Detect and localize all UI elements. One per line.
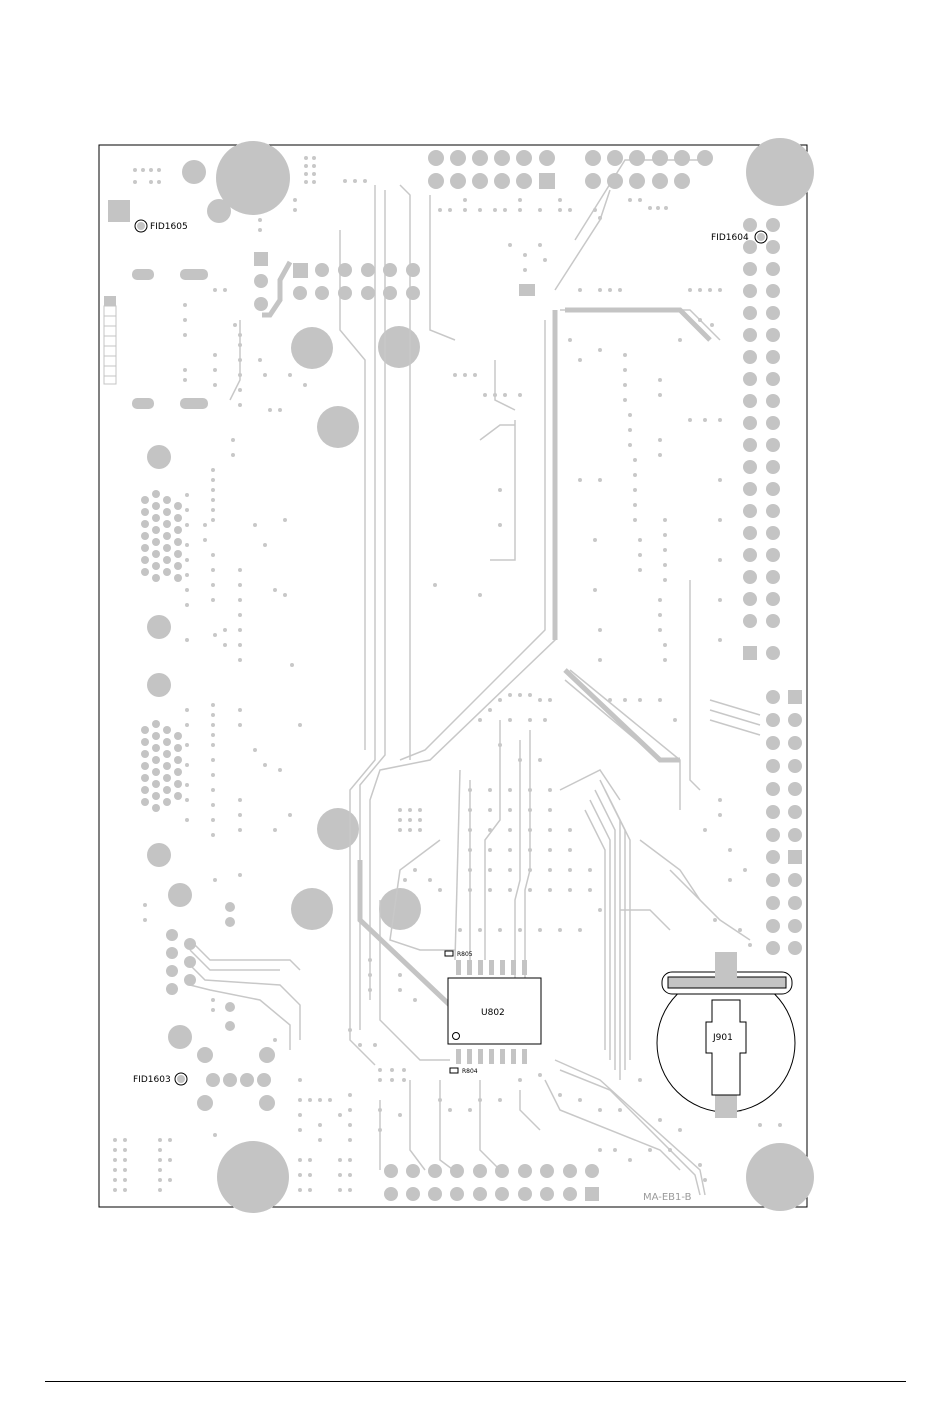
fid1605-label: FID1605 [150,222,188,232]
board-code: MA-EB1-B [643,1192,692,1203]
fid1604-label: FID1604 [711,233,749,243]
footer-rule [45,1381,906,1382]
r804-label: R804 [462,1068,478,1075]
fid1603-label: FID1603 [133,1075,171,1085]
r805-label: R805 [457,951,473,958]
u802-label: U802 [481,1008,505,1018]
j901-label: J901 [712,1033,733,1043]
